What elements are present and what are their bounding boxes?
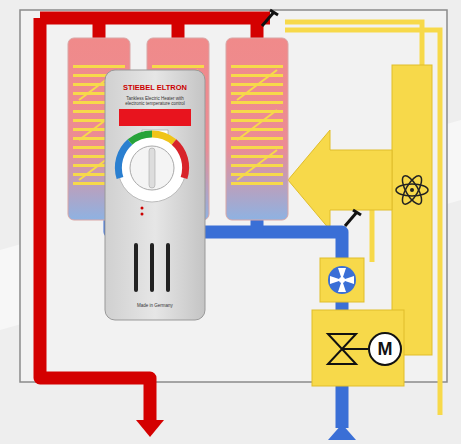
motor-symbol: M	[368, 332, 402, 366]
origin-note: Made in Germany	[107, 303, 203, 308]
coil-line	[237, 70, 277, 100]
coil-line	[237, 150, 277, 180]
coil-line	[237, 110, 277, 140]
brand-name: STIEBEL ELTRON	[107, 84, 203, 93]
motor-letter: M	[370, 334, 400, 364]
heater-panel: STIEBEL ELTRON Tankless Electric Heater w…	[105, 70, 205, 320]
product-description: Tankless Electric Heater with electronic…	[117, 96, 193, 106]
